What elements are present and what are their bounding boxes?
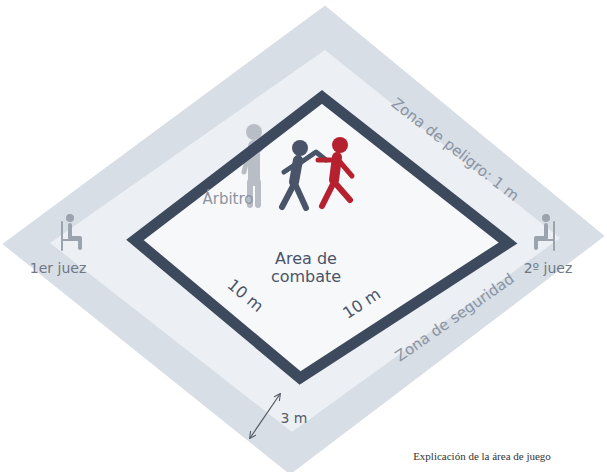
safety-zone-title: Zona de seguridad bbox=[392, 270, 517, 365]
zone-label: Zona de peligro: 1 m bbox=[388, 95, 522, 205]
safety-zone-ground bbox=[3, 6, 604, 472]
dimension-arrow bbox=[250, 394, 280, 438]
dimension-label: 10 m bbox=[223, 276, 266, 316]
judge-label: 2º juez bbox=[524, 260, 573, 276]
combat-area-title: Area de combate bbox=[260, 250, 352, 287]
combat-area-outline bbox=[128, 90, 516, 386]
dimension-label: 10 m bbox=[340, 285, 384, 323]
judge-label: 1er juez bbox=[30, 260, 86, 276]
combat-area: Area de combate bbox=[128, 90, 516, 386]
caption: Explicación de la área de juego bbox=[413, 450, 551, 463]
blue-fighter bbox=[282, 140, 326, 208]
red-fighter bbox=[318, 137, 352, 206]
judge-chair-icon bbox=[536, 214, 554, 250]
referee-label: Árbitro bbox=[202, 191, 253, 208]
danger-zone-ground bbox=[50, 50, 560, 432]
safety-zone-border bbox=[3, 6, 604, 472]
dimension-label: 3 m bbox=[281, 410, 308, 426]
judge-chair-icon bbox=[62, 214, 80, 250]
